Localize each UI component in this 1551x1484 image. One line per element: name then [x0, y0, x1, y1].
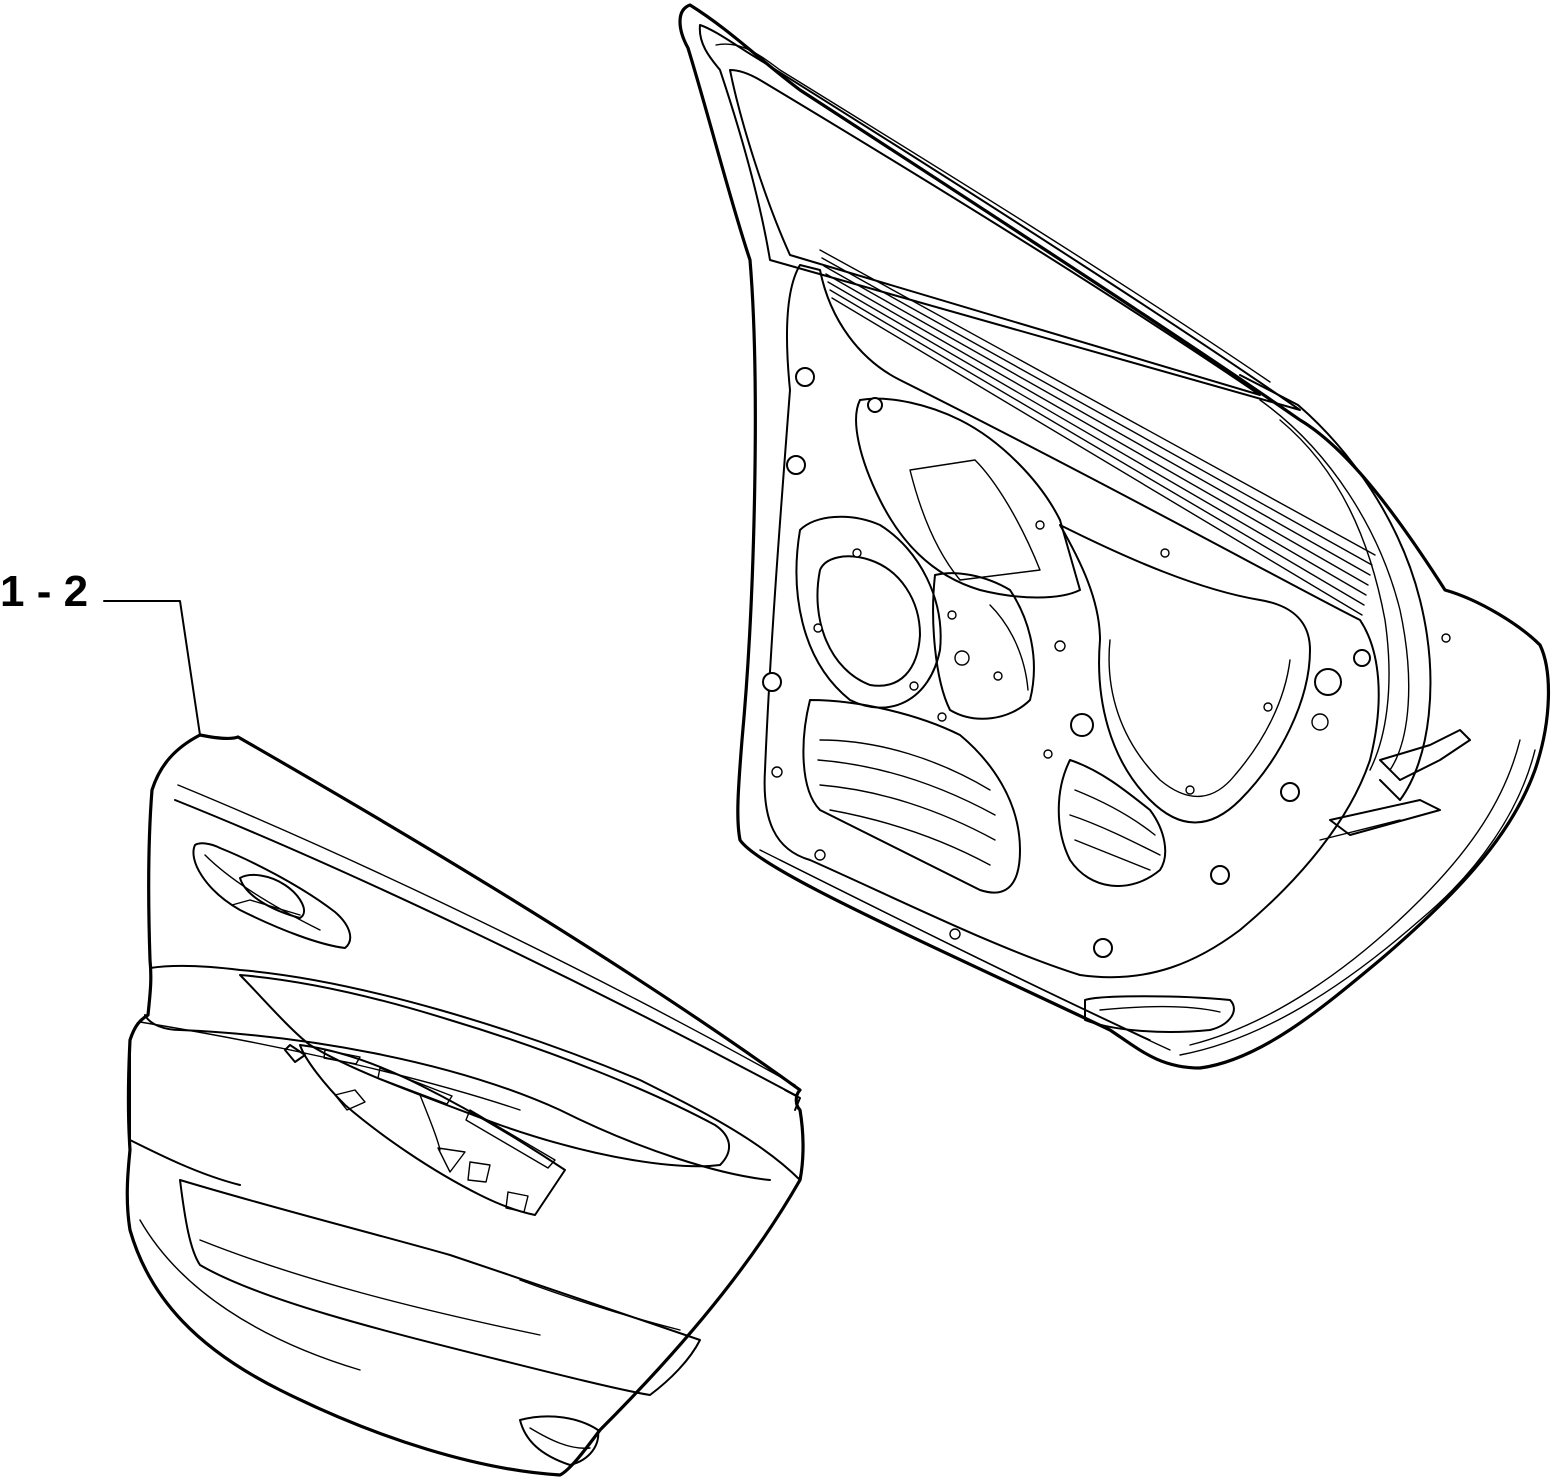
switch-3 [465, 1109, 556, 1169]
window-frame-outer [698, 24, 1301, 411]
right-cutout [1059, 524, 1311, 824]
lower-left-ribs [817, 739, 996, 866]
lower-middle-cutout [1057, 759, 1167, 887]
switch-2 [377, 1067, 453, 1105]
bolt-5 [1280, 782, 1300, 802]
lower-middle-ribs [1069, 789, 1161, 871]
armrest-band [144, 1014, 771, 1181]
bolt-8 [1314, 668, 1342, 696]
callout-leader-line [103, 600, 201, 736]
map-pocket [179, 1179, 701, 1396]
bolt-1 [795, 367, 815, 387]
callout-1-2: 1 - 2 [0, 567, 201, 736]
switch-1 [323, 1049, 361, 1065]
bolt-4 [1070, 713, 1094, 737]
lock-bracket [1379, 729, 1471, 781]
rear-pillar [1239, 374, 1432, 801]
bolt-7 [1093, 938, 1113, 958]
mounting-bolts [762, 367, 1371, 958]
door-trim-panel [125, 733, 805, 1477]
door-handle-recess [192, 842, 352, 949]
speaker-opening-inner [816, 555, 921, 687]
belt-channel [819, 249, 1376, 616]
window-frame-inner [729, 69, 1261, 396]
speaker-grille [519, 1415, 600, 1466]
trim-panel-outline [125, 733, 805, 1477]
bolt-6 [1210, 865, 1230, 885]
upper-cutout [855, 397, 1081, 599]
trim-upper-belt [174, 799, 796, 1096]
armrest-top [149, 964, 801, 1181]
callout-label: 1 - 2 [0, 567, 88, 616]
bolt-9 [1353, 649, 1371, 667]
bolt-10 [867, 397, 883, 413]
inner-panel [763, 264, 1380, 979]
door-shell [678, 3, 1550, 1070]
bolt-3 [762, 672, 782, 692]
central-plate [932, 572, 1035, 720]
lower-left-cutout [802, 699, 1021, 894]
door-shell-outline [678, 3, 1550, 1070]
speaker-opening-outer [795, 515, 942, 709]
switch-4 [437, 1147, 466, 1173]
switch-6 [505, 1191, 529, 1213]
small-holes [771, 520, 1451, 940]
door-handle [239, 873, 305, 919]
bolt-2 [786, 455, 806, 475]
armrest-pocket [239, 974, 730, 1168]
window-switches [323, 1049, 556, 1213]
switch-5 [467, 1161, 491, 1183]
